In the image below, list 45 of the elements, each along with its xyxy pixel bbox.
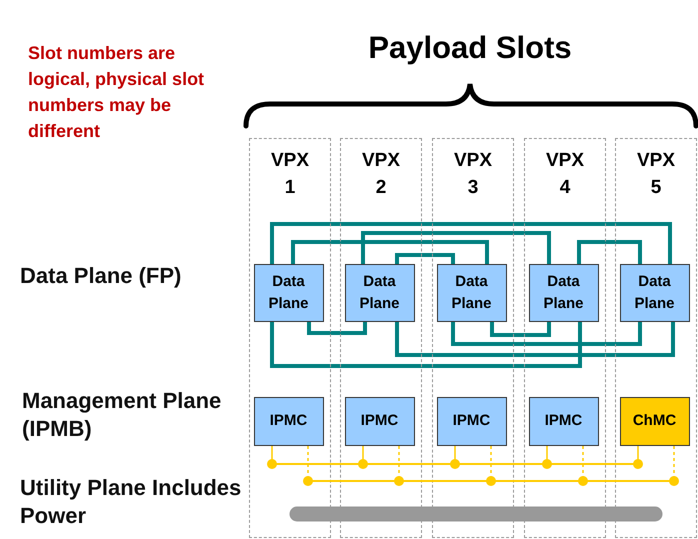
link-line [577,240,642,264]
bus-tap-line [358,446,368,469]
bus-tap-line [542,446,552,469]
note: Slot numbers are logical, physical slot numbers may be different [28,42,206,143]
link-line [395,322,675,357]
link-line [395,253,455,264]
bus-tap-line [669,446,679,486]
slot-column [340,138,422,538]
ipmc-box: IPMC [436,396,506,446]
slot-label: VPX 3 [453,149,493,200]
link-line [291,240,489,264]
ipmc-box: IPMC [254,396,324,446]
ipmc-box: IPMC [344,396,414,446]
bus-tap-line [303,446,313,486]
slot-column [249,138,331,538]
plane-label: Utility Plane Includes Power [20,474,242,530]
data-plane-box: Data Plane [620,264,690,322]
bus-tap-line [578,446,588,486]
link-line [490,322,551,337]
bus-tap-line [394,446,404,486]
slot-label: VPX 4 [545,149,585,200]
bus-tap-line [450,446,460,469]
slot-column [432,138,514,538]
link-line [270,222,672,264]
plane-label: Data Plane (FP) [20,262,182,290]
data-plane-box: Data Plane [254,264,324,322]
data-plane-box: Data Plane [344,264,414,322]
plane-label: Management Plane (IPMB) [22,387,222,443]
link-line [270,322,582,368]
link-line [361,231,551,264]
slot-column [524,138,606,538]
title: Payload Slots [367,29,573,67]
bus-tap-line [633,446,643,469]
slot-label: VPX 2 [361,149,401,200]
slot-label: VPX 5 [636,149,676,200]
bus-tap-line [267,446,277,469]
ipmc-box: IPMC [528,396,598,446]
data-plane-box: Data Plane [528,264,598,322]
link-line [307,322,367,335]
link-line [451,322,642,346]
ipmc-box: ChMC [620,396,690,446]
data-plane-box: Data Plane [436,264,506,322]
slot-label: VPX 1 [270,149,310,200]
bus-tap-line [486,446,496,486]
slot-column [615,138,697,538]
